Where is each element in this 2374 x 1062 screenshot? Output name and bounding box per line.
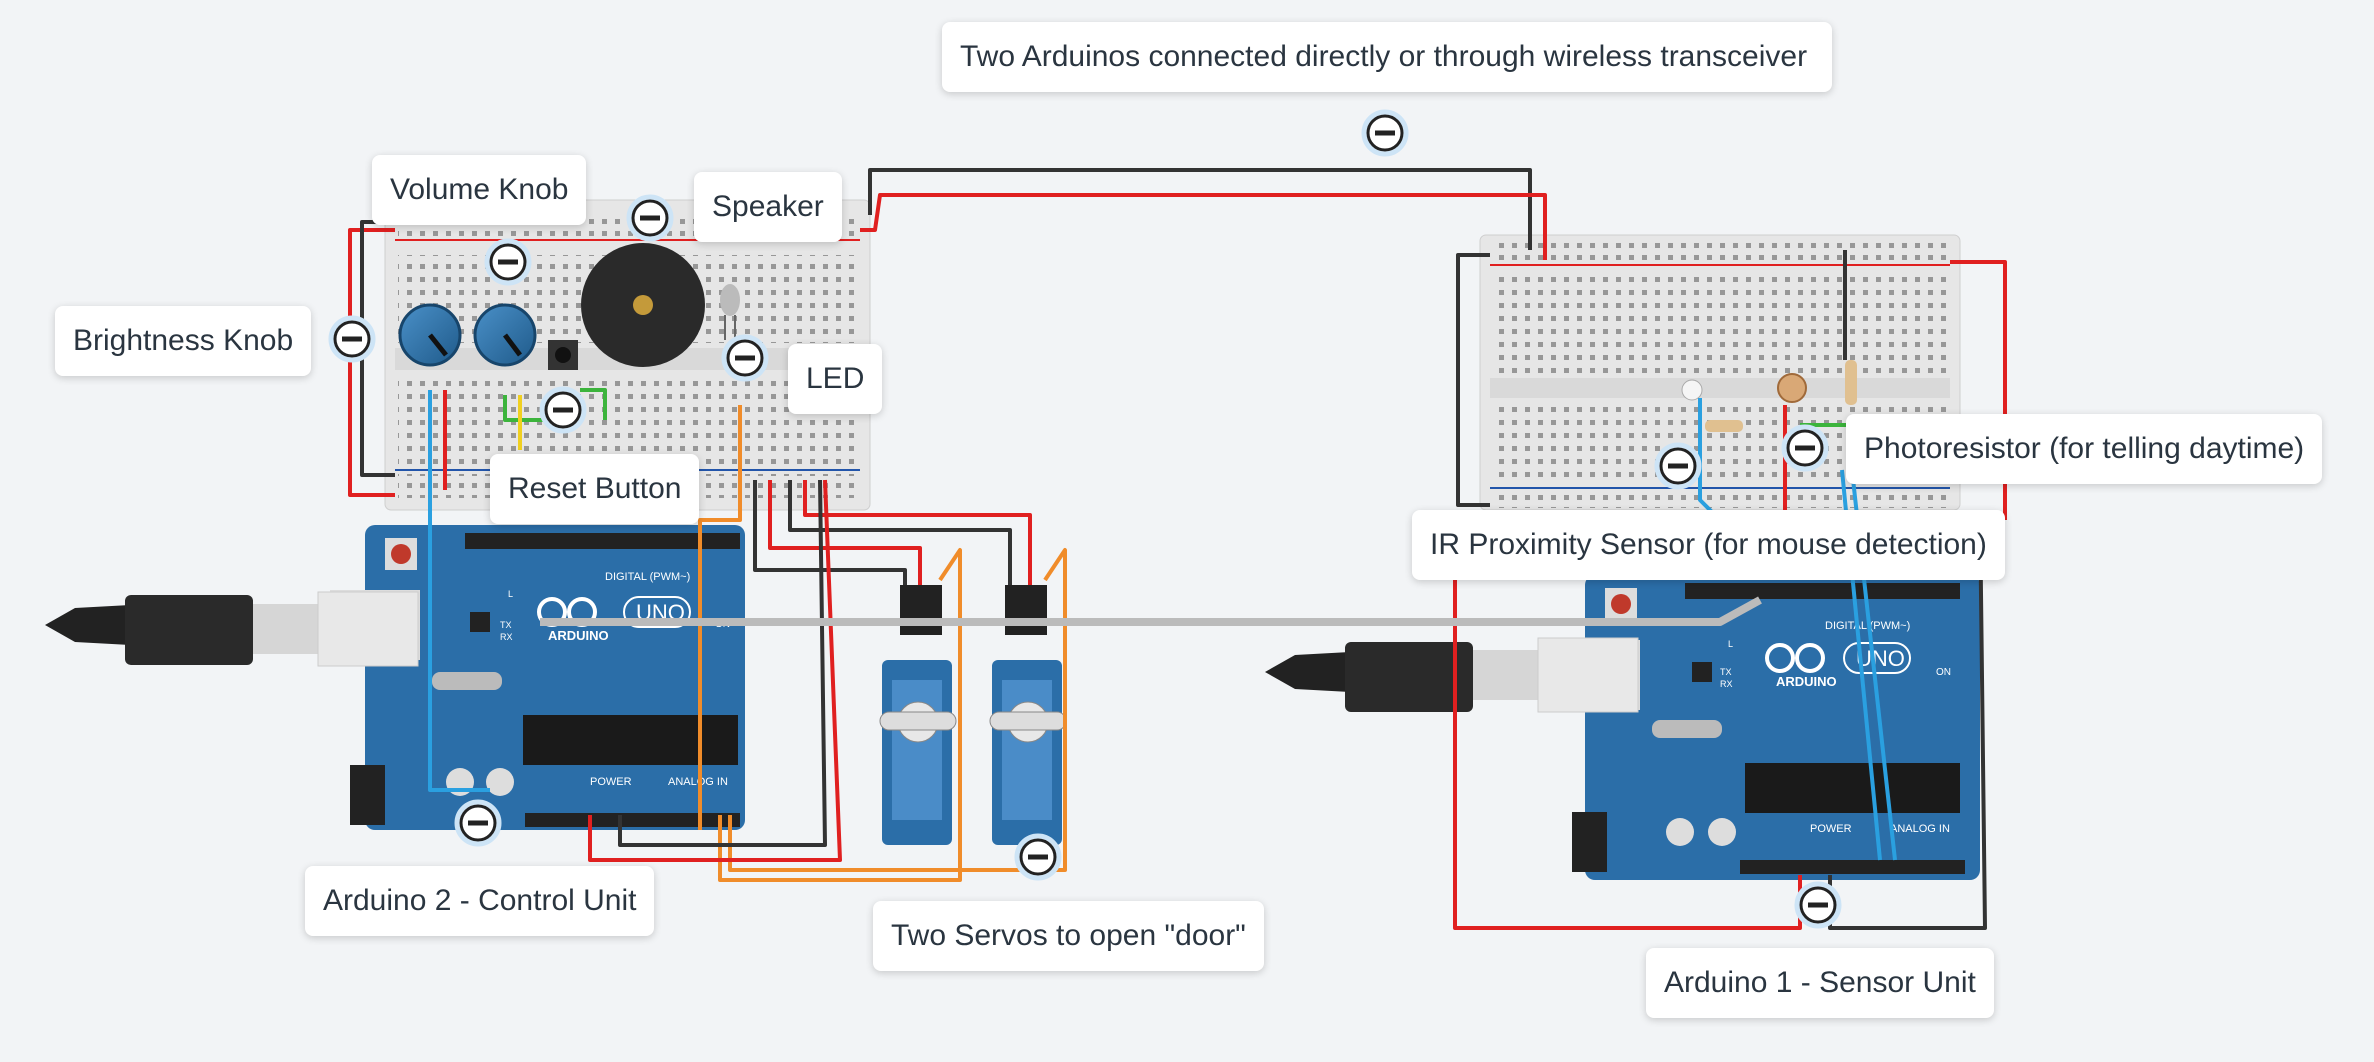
callout-volume-knob: Volume Knob bbox=[372, 155, 587, 225]
wire-blue-arduino2 bbox=[428, 390, 490, 792]
wire-red-left-rail bbox=[348, 228, 395, 497]
annotation-marker-icon[interactable] bbox=[1014, 833, 1062, 881]
arduino1-power: POWER bbox=[1810, 823, 1852, 835]
callout-arduino1: Arduino 1 - Sensor Unit bbox=[1646, 948, 1994, 1018]
volume-knob-potentiometer bbox=[473, 303, 537, 367]
ir-proximity-sensor bbox=[1681, 379, 1703, 401]
wire-black-arduino2-power bbox=[618, 479, 827, 847]
annotation-marker-icon[interactable] bbox=[1794, 881, 1842, 929]
annotation-marker-icon[interactable] bbox=[1781, 424, 1829, 472]
annotation-marker-icon[interactable] bbox=[1654, 442, 1702, 490]
arduino2-brand: ARDUINO bbox=[548, 628, 609, 643]
brightness-knob-potentiometer bbox=[398, 303, 462, 367]
wire-red-servo1 bbox=[768, 480, 922, 585]
wire-orange-servo2 bbox=[728, 548, 1067, 872]
arduino-logo-icon bbox=[1765, 642, 1911, 674]
annotation-marker-icon[interactable] bbox=[1361, 109, 1409, 157]
wire-black-link bbox=[868, 168, 1532, 250]
arduino1-brand: ARDUINO bbox=[1776, 674, 1837, 689]
wire-red-link bbox=[860, 193, 1547, 260]
annotation-marker-icon[interactable] bbox=[721, 334, 769, 382]
arduino2-digital: DIGITAL (PWM~) bbox=[605, 571, 690, 583]
wire-black-servo2 bbox=[788, 480, 1012, 585]
arduino1-on: ON bbox=[1936, 667, 1951, 678]
resistor bbox=[1705, 360, 1857, 432]
annotation-marker-icon[interactable] bbox=[484, 238, 532, 286]
photoresistor bbox=[1777, 373, 1807, 403]
annotation-marker-icon[interactable] bbox=[539, 386, 587, 434]
callout-photoresistor: Photoresistor (for telling daytime) bbox=[1846, 414, 2323, 484]
arduino2-analog: ANALOG IN bbox=[668, 776, 728, 788]
wire-green-button bbox=[580, 388, 607, 420]
wire-red-servo2 bbox=[803, 480, 1032, 585]
usb-cable-icon bbox=[45, 591, 419, 667]
callout-reset-button: Reset Button bbox=[490, 454, 700, 524]
wire-gray-signal bbox=[540, 596, 1762, 626]
arduino1-model: UNO bbox=[1856, 646, 1905, 671]
wire-black-right-rail bbox=[1456, 253, 1490, 507]
callout-servos: Two Servos to open "door" bbox=[873, 901, 1264, 971]
arduino-1-board: ARDUINO UNO DIGITAL (PWM~) POWER ANALOG … bbox=[1550, 575, 1980, 880]
callout-arduino2: Arduino 2 - Control Unit bbox=[305, 866, 655, 936]
wire-green-pot bbox=[503, 395, 550, 422]
reset-pushbutton bbox=[548, 340, 578, 370]
arduino2-power: POWER bbox=[590, 776, 632, 788]
arduino1-l: L bbox=[1728, 639, 1733, 649]
annotation-marker-icon[interactable] bbox=[626, 194, 674, 242]
arduino2-tx: TX bbox=[500, 620, 512, 630]
servo-2 bbox=[989, 585, 1067, 845]
annotation-marker-icon[interactable] bbox=[328, 315, 376, 363]
led bbox=[720, 284, 740, 340]
annotation-marker-icon[interactable] bbox=[454, 799, 502, 847]
callout-led: LED bbox=[788, 344, 883, 414]
wire-orange-led bbox=[698, 405, 742, 830]
callout-wireless: Two Arduinos connected directly or throu… bbox=[942, 22, 1832, 92]
arduino2-l: L bbox=[508, 589, 513, 599]
arduino1-analog: ANALOG IN bbox=[1890, 823, 1950, 835]
speaker bbox=[581, 243, 705, 367]
arduino-2-board: ARDUINO UNO DIGITAL (PWM~) POWER ANALOG … bbox=[330, 525, 745, 830]
arduino1-rx: RX bbox=[1720, 679, 1733, 689]
callout-speaker: Speaker bbox=[694, 172, 842, 242]
arduino1-tx: TX bbox=[1720, 667, 1732, 677]
callout-ir-sensor: IR Proximity Sensor (for mouse detection… bbox=[1412, 510, 2005, 580]
breadboard-right bbox=[1479, 234, 1961, 511]
arduino2-rx: RX bbox=[500, 632, 513, 642]
callout-brightness-knob: Brightness Knob bbox=[55, 306, 312, 376]
wire-red-arduino2-power bbox=[588, 479, 842, 862]
usb-cable-icon bbox=[1265, 637, 1639, 713]
annotation-markers bbox=[328, 109, 1842, 929]
servo-1 bbox=[879, 585, 957, 845]
